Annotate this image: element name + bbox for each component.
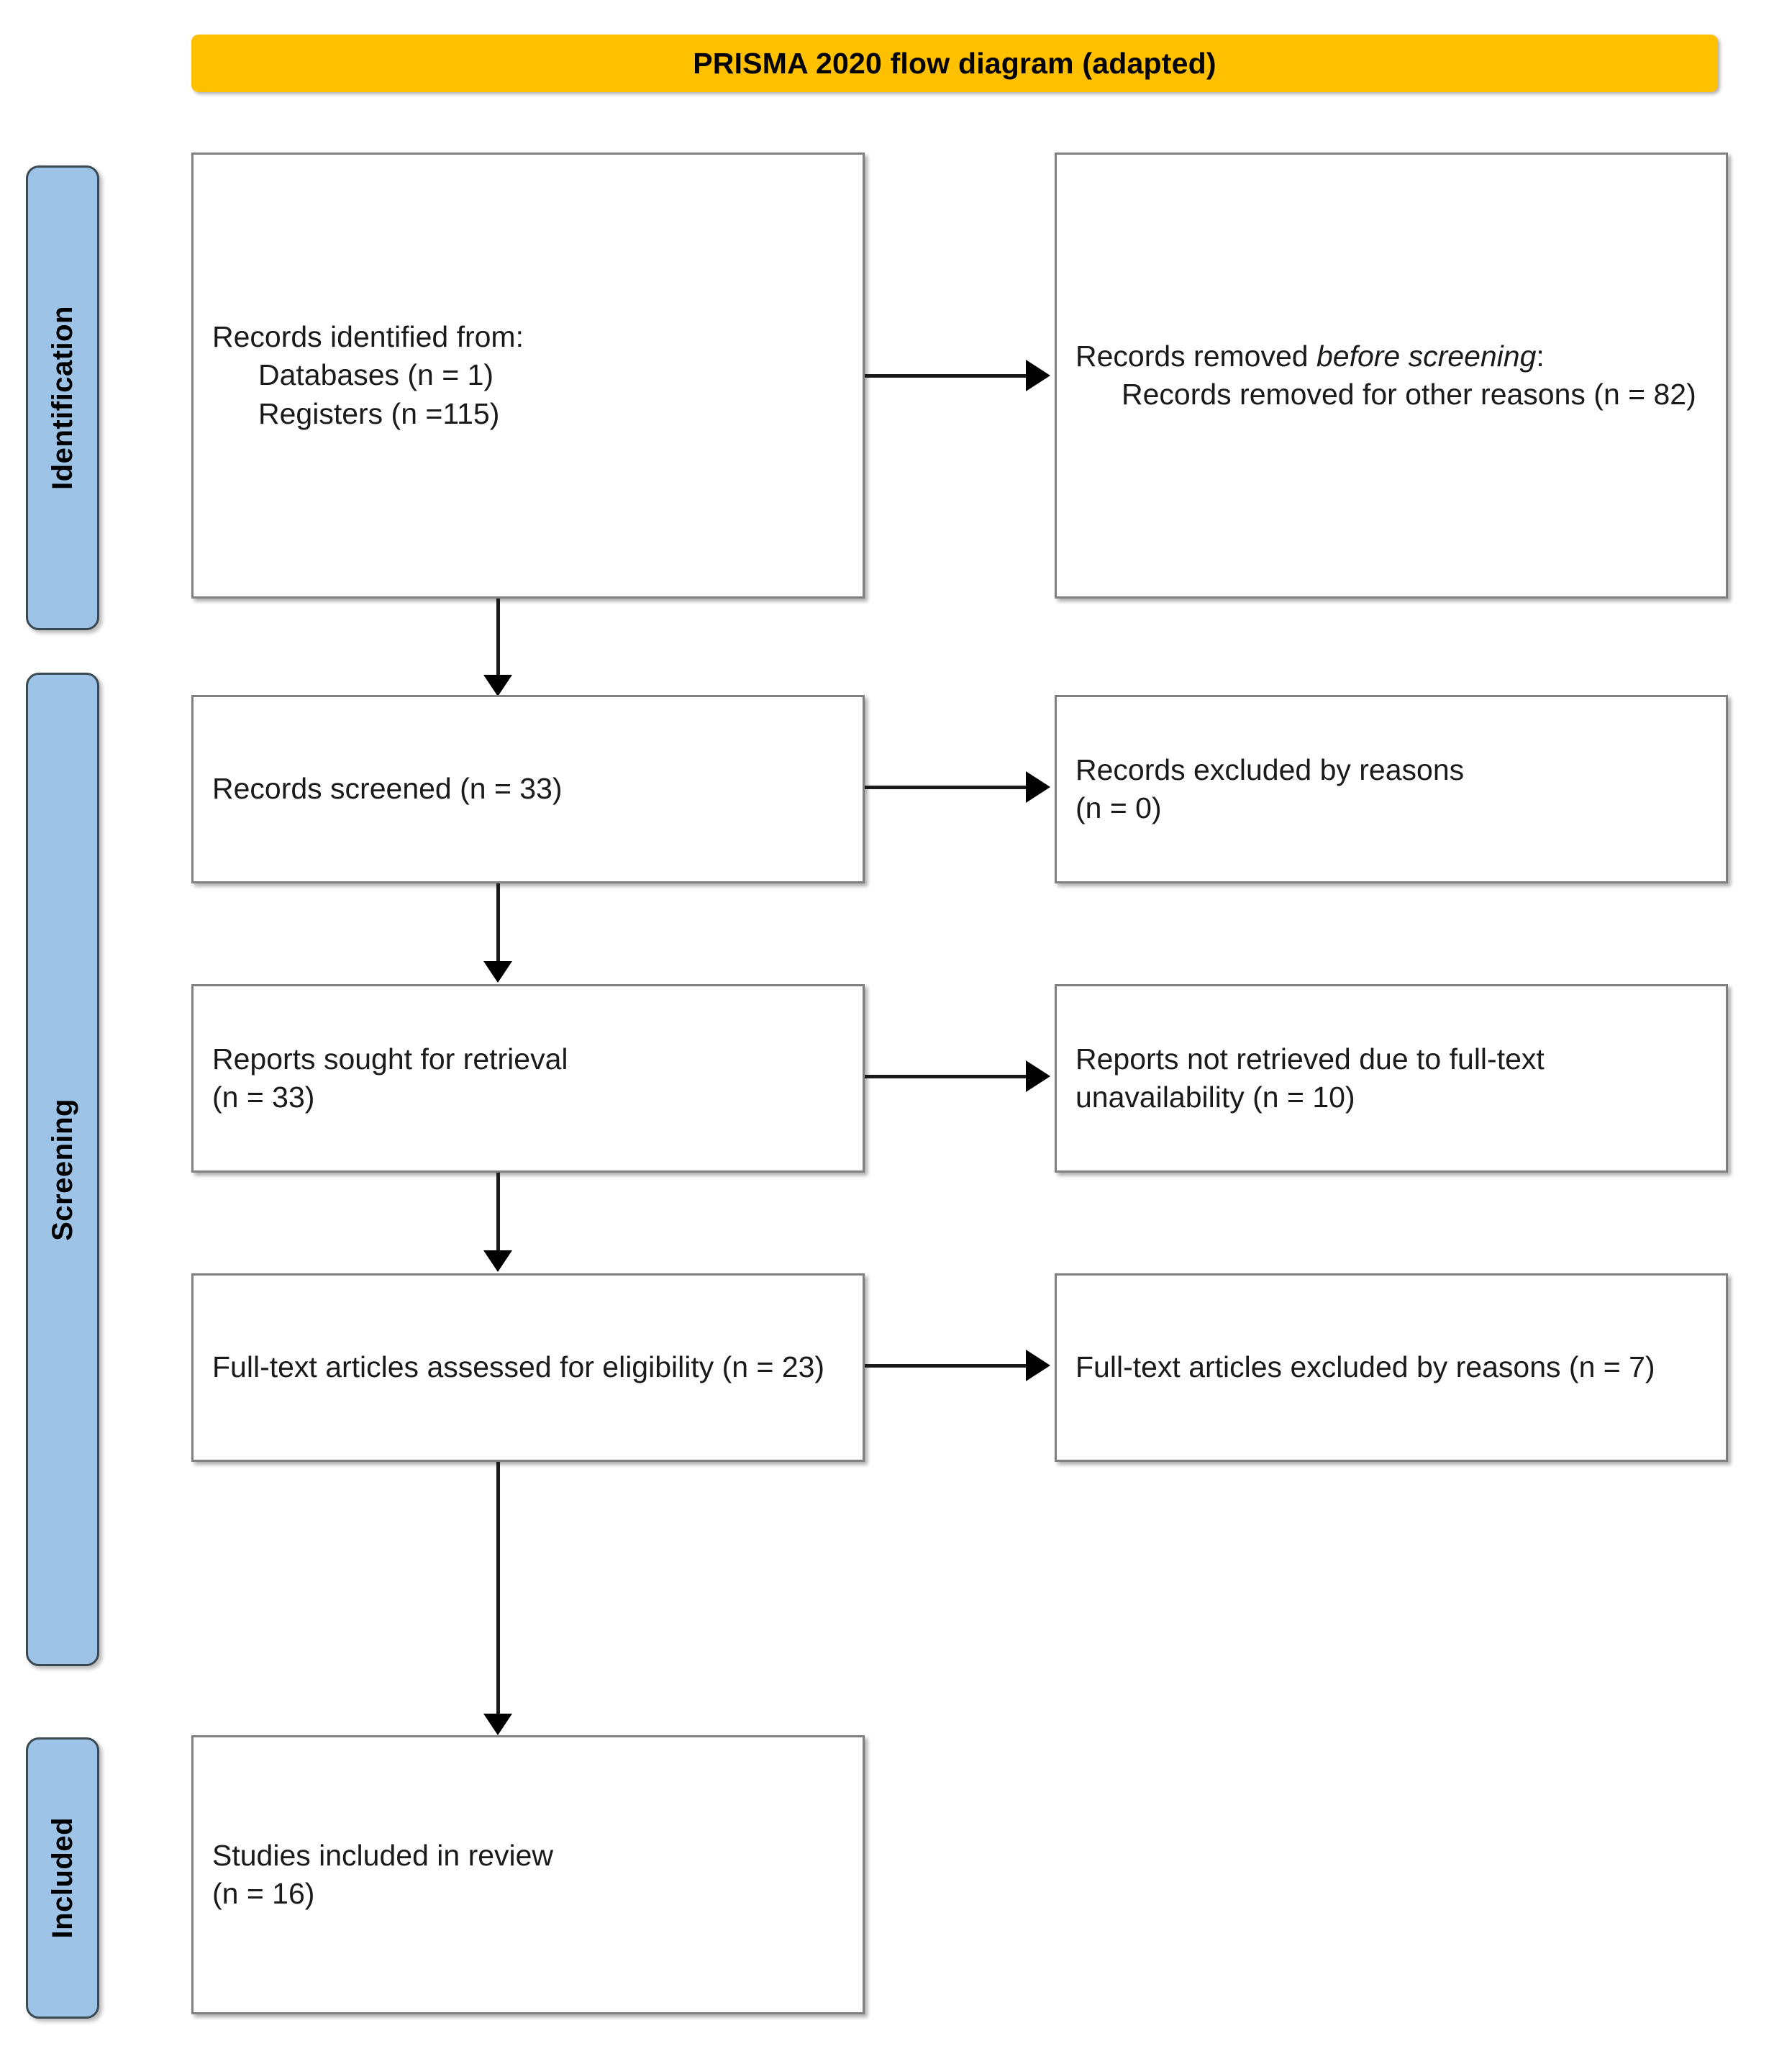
arrowhead-sought-to-assessed-icon [483,1250,512,1272]
phase-label-identification: Identification [46,306,78,490]
records-removed-line1: Records removed before screening: [1075,340,1545,373]
box-records-identified-text: Records identified from: Databases (n = … [194,318,863,433]
reports-sought-line1: Reports sought for retrieval [212,1042,568,1076]
box-studies-included: Studies included in review (n = 16) [191,1735,865,2014]
box-records-identified: Records identified from: Databases (n = … [191,153,865,599]
box-studies-included-text: Studies included in review (n = 16) [194,1837,863,1914]
box-records-screened: Records screened (n = 33) [191,695,865,883]
records-identified-databases: Databases (n = 1) [258,358,494,392]
connector-screened-to-sought [496,883,500,976]
phase-label-screening: Screening [46,1098,78,1241]
records-screened-line1: Records screened (n = 33) [212,772,563,806]
box-fulltext-excluded-text: Full-text articles excluded by reasons (… [1057,1348,1726,1386]
records-identified-line1: Records identified from: [212,320,524,354]
connector-assessed-to-excluded [865,1364,1030,1368]
box-fulltext-assessed-text: Full-text articles assessed for eligibil… [194,1348,863,1386]
arrowhead-sought-to-not-retrieved-icon [1026,1060,1050,1092]
box-reports-sought-text: Reports sought for retrieval (n = 33) [194,1040,863,1117]
connector-screened-to-excluded [865,786,1030,789]
box-records-removed-text: Records removed before screening: Record… [1057,337,1726,414]
reports-not-retrieved-line1: Reports not retrieved due to full-text u… [1075,1042,1545,1114]
connector-sought-to-not-retrieved [865,1075,1030,1078]
box-reports-not-retrieved: Reports not retrieved due to full-text u… [1055,984,1728,1173]
reports-sought-line2: (n = 33) [212,1081,315,1114]
arrowhead-identified-to-screened-icon [483,675,512,696]
diagram-header-banner: PRISMA 2020 flow diagram (adapted) [191,35,1718,92]
records-removed-other-reasons: Records removed for other reasons (n = 8… [1122,378,1696,411]
connector-identified-to-screened [496,599,500,691]
diagram-title: PRISMA 2020 flow diagram (adapted) [693,46,1216,80]
connector-assessed-to-included [496,1462,500,1727]
records-removed-prefix: Records removed [1075,339,1316,373]
records-excluded-line1: Records excluded by reasons [1075,753,1465,786]
box-records-removed-before-screening: Records removed before screening: Record… [1055,153,1728,599]
phase-bar-identification: Identification [26,165,99,630]
arrowhead-screened-to-sought-icon [483,961,512,983]
connector-identified-to-removed [865,374,1030,378]
box-records-excluded-text: Records excluded by reasons (n = 0) [1057,751,1726,828]
studies-included-line1: Studies included in review [212,1838,554,1872]
fulltext-assessed-line1: Full-text articles assessed for eligibil… [212,1350,825,1384]
box-records-excluded: Records excluded by reasons (n = 0) [1055,695,1728,883]
box-reports-not-retrieved-text: Reports not retrieved due to full-text u… [1057,1040,1726,1117]
studies-included-line2: (n = 16) [212,1877,315,1910]
arrowhead-assessed-to-included-icon [483,1714,512,1735]
arrowhead-assessed-to-excluded-icon [1026,1350,1050,1381]
records-removed-emphasis: before screening [1316,339,1537,373]
fulltext-excluded-line1: Full-text articles excluded by reasons (… [1075,1350,1655,1384]
phase-bar-included: Included [26,1737,99,2019]
box-reports-sought: Reports sought for retrieval (n = 33) [191,984,865,1173]
box-fulltext-assessed: Full-text articles assessed for eligibil… [191,1273,865,1462]
records-removed-suffix: : [1536,339,1545,373]
records-identified-registers: Registers (n =115) [258,396,500,430]
arrowhead-identified-to-removed-icon [1026,360,1050,391]
records-excluded-line2: (n = 0) [1075,791,1162,824]
phase-bar-screening: Screening [26,673,99,1666]
box-records-screened-text: Records screened (n = 33) [194,770,863,808]
connector-sought-to-assessed [496,1173,500,1265]
phase-label-included: Included [46,1817,78,1939]
arrowhead-screened-to-excluded-icon [1026,771,1050,803]
box-fulltext-excluded: Full-text articles excluded by reasons (… [1055,1273,1728,1462]
